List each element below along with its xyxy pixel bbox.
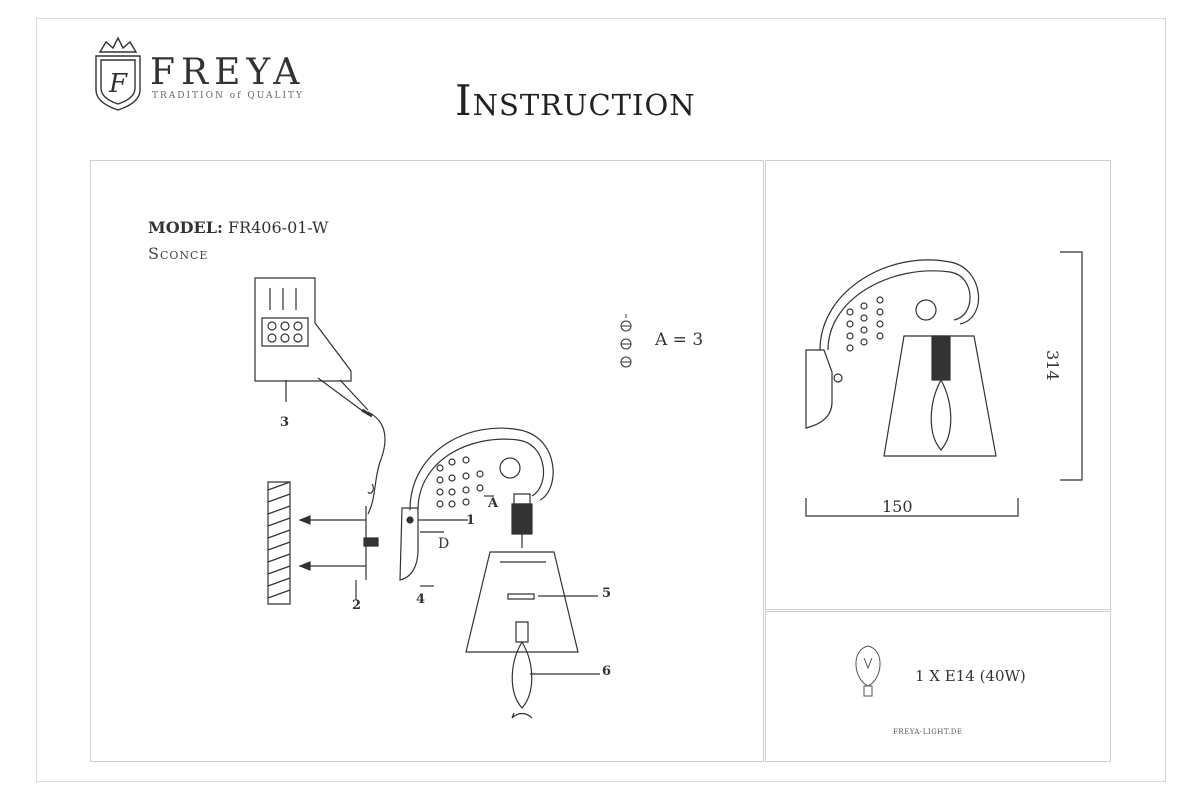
candle-bulb: [512, 622, 600, 718]
brand-name: FREYA: [150, 52, 306, 93]
callout-1: 1: [466, 513, 476, 528]
scroll-arm: [410, 428, 553, 510]
lamp-shade: [466, 552, 598, 652]
mounting-bracket: [356, 506, 378, 600]
height-dimension: 314: [1043, 350, 1062, 381]
callout-5: 5: [602, 586, 612, 601]
model-code: FR406-01-W: [227, 218, 329, 237]
callout-4: 4: [416, 592, 426, 607]
assembly-panel: [90, 160, 764, 762]
dimension-view: [806, 252, 1082, 516]
model-type: Sconce: [148, 244, 209, 263]
callout-6: 6: [602, 664, 612, 679]
model-line: MODEL: FR406-01-W: [148, 218, 328, 237]
terminal-block-detail: [255, 278, 368, 412]
callout-d: D: [438, 536, 450, 552]
callout-a: A: [488, 496, 499, 511]
bulb-spec: 1 X E14 (40W): [915, 667, 1026, 685]
page-frame: [36, 18, 1166, 782]
width-dimension: 150: [882, 497, 913, 516]
brand-tagline: TRADITION of QUALITY: [152, 91, 304, 101]
svg-text:F: F: [108, 69, 128, 99]
crystal-quantity: A = 3: [655, 330, 704, 350]
freya-crest-icon: F: [95, 36, 141, 111]
callout-2: 2: [352, 598, 362, 613]
website-url[interactable]: FREYA-LIGHT.DE: [893, 728, 963, 736]
crystal-icon: [621, 314, 631, 367]
model-label: MODEL:: [148, 218, 223, 237]
backplate: [400, 508, 468, 586]
wall-section: [268, 482, 290, 604]
bulb-panel: [765, 611, 1111, 762]
dimensions-panel: [765, 160, 1111, 610]
socket: [512, 494, 532, 548]
document-title: Instruction: [455, 76, 696, 125]
callout-3: 3: [280, 415, 290, 430]
light-bulb-icon: [856, 646, 880, 696]
